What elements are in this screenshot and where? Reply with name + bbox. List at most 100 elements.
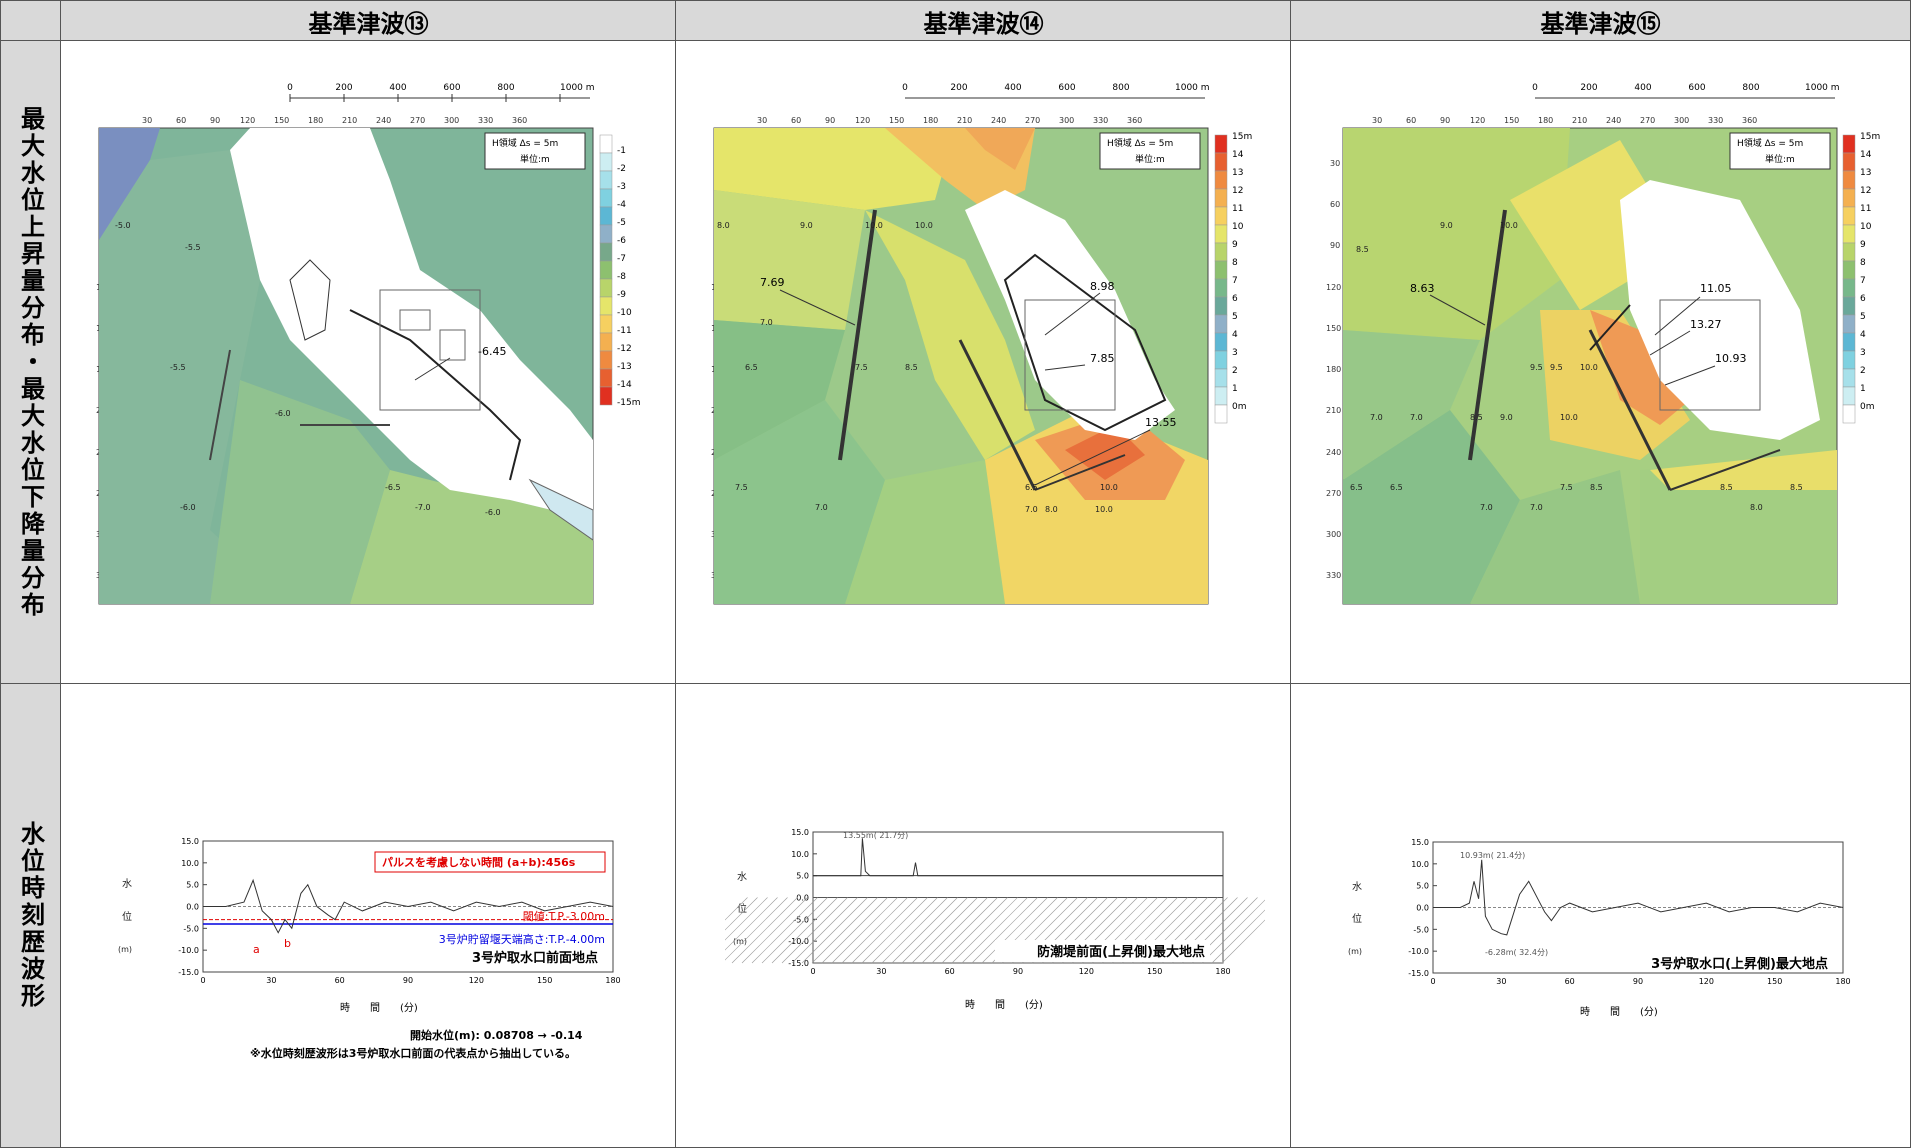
legend-swatch — [1842, 134, 1856, 154]
y-tick: 10.0 — [791, 850, 809, 859]
legend-label: 15m — [1860, 132, 1880, 142]
peak-label: 13.55m( 21.7分) — [843, 831, 908, 840]
scale-tick: 800 — [1112, 83, 1129, 93]
header-tsunami-14: 基準津波⑭ — [675, 0, 1292, 42]
y-tick: -5.0 — [1413, 925, 1429, 934]
hatch-line — [781, 897, 848, 964]
y-tick: -5.0 — [793, 915, 809, 924]
hatch-line — [811, 897, 878, 964]
legend-label: -10 — [617, 308, 632, 318]
contour-label: 7.0 — [1025, 505, 1038, 514]
legend-swatch — [1842, 170, 1856, 190]
scale-tick: 600 — [1688, 83, 1705, 93]
contour-label: 6.5 — [1025, 483, 1038, 492]
legend-label: 8 — [1860, 258, 1866, 268]
xlabel: 時 間 (分) — [340, 1002, 418, 1014]
legend-swatch — [599, 152, 613, 172]
hatch-line — [771, 897, 838, 964]
contour-label: -5.5 — [170, 363, 186, 372]
legend-swatch — [599, 332, 613, 352]
contour-label: 8.0 — [1750, 503, 1763, 512]
axis-tick: 90 — [1330, 241, 1340, 250]
contour-label: 6.5 — [1390, 483, 1403, 492]
unit-label: 単位:m — [520, 153, 550, 165]
scale-tick: 800 — [497, 83, 514, 93]
contour-label: -5.0 — [115, 221, 131, 230]
legend-swatch — [1214, 368, 1228, 388]
legend-label: 13 — [1860, 168, 1871, 178]
legend-swatch — [1842, 332, 1856, 352]
hatch-line — [901, 897, 968, 964]
point-value: 13.55 — [1145, 416, 1177, 429]
axis-tick: 180 — [308, 116, 323, 125]
axis-tick: 240 — [1606, 116, 1621, 125]
peak-label: 10.93m( 21.4分) — [1460, 851, 1525, 860]
start-level-label: 開始水位(m): 0.08708 → -0.14 — [410, 1028, 583, 1042]
legend-label: 1 — [1860, 384, 1866, 394]
legend-swatch — [599, 134, 613, 154]
axis-tick: 120 — [1470, 116, 1485, 125]
axis-tick: 30 — [142, 116, 152, 125]
axis-tick: 180 — [1326, 365, 1341, 374]
domain-label: H領域 Δs = 5m — [1107, 137, 1173, 149]
legend-label: -11 — [617, 326, 632, 336]
y-tick: -10.0 — [788, 937, 809, 946]
hatch-line — [761, 897, 828, 964]
map-area: 8.0 9.0 10.0 10.0 7.0 6.5 7.5 8.5 7.5 7.… — [713, 127, 1209, 605]
contour-label: 10.0 — [915, 221, 933, 230]
legend-label: -3 — [617, 182, 626, 192]
legend-label: 3 — [1232, 348, 1238, 358]
axis-tick: 60 — [176, 116, 186, 125]
axis-tick: 210 — [342, 116, 357, 125]
waveform-line — [813, 838, 1223, 877]
row-label-max-distribution: 最大水位上昇量分布・最大水位下降量分布 — [0, 40, 62, 685]
legend-swatch — [599, 224, 613, 244]
legend-swatch — [599, 170, 613, 190]
legend-label: 4 — [1860, 330, 1866, 340]
legend-label: 14 — [1232, 150, 1244, 160]
contour-label: 7.5 — [855, 363, 868, 372]
crest-label: 3号炉貯留堰天端高さ:T.P.-4.00m — [439, 932, 605, 946]
axis-tick: 30 — [1330, 159, 1340, 168]
y-tick: -5.0 — [183, 924, 199, 933]
axis-tick: 240 — [1326, 448, 1341, 457]
point-value: 13.27 — [1690, 318, 1722, 331]
hatch-line — [1221, 919, 1265, 964]
axis-tick: 210 — [1326, 406, 1341, 415]
y-tick: 15.0 — [1411, 838, 1429, 847]
legend-swatch — [1214, 188, 1228, 208]
hatch-line — [961, 897, 1028, 964]
location-label: 防潮堤前面(上昇側)最大地点 — [1037, 944, 1205, 960]
ylabel-char: 位 — [1352, 912, 1362, 925]
legend-label: 14 — [1860, 150, 1872, 160]
contour-label: 10.0 — [1095, 505, 1113, 514]
b-label: b — [284, 937, 291, 950]
axis-tick: 240 — [376, 116, 391, 125]
legend-swatch — [1214, 332, 1228, 352]
hatch-line — [851, 897, 918, 964]
contour-label: 7.0 — [760, 318, 773, 327]
legend-label: 9 — [1232, 240, 1238, 250]
legend-swatch — [1842, 278, 1856, 298]
legend-label: 8 — [1232, 258, 1238, 268]
y-tick: 10.0 — [1411, 860, 1429, 869]
legend-swatch — [1842, 386, 1856, 406]
legend-swatch — [1842, 206, 1856, 226]
hatch-line — [725, 897, 758, 931]
contour-label: 9.0 — [1440, 221, 1453, 230]
y-tick: 15.0 — [791, 828, 809, 837]
domain-label: H領域 Δs = 5m — [492, 137, 558, 149]
contour-label: -6.0 — [485, 508, 501, 517]
x-tick: 0 — [810, 967, 815, 976]
y-tick: 0.0 — [796, 894, 809, 903]
hatch-line — [1211, 909, 1265, 964]
legend-label: -1 — [617, 146, 626, 156]
hatch-line — [791, 897, 858, 964]
left-axis-ticks: 30 60 90 120 150 180 210 240 270 300 330 — [1326, 159, 1341, 580]
axis-tick: 180 — [1538, 116, 1553, 125]
hatch-line — [725, 897, 788, 961]
hatch-line — [841, 897, 908, 964]
x-tick: 90 — [1013, 967, 1023, 976]
point-value: 8.98 — [1090, 280, 1115, 293]
